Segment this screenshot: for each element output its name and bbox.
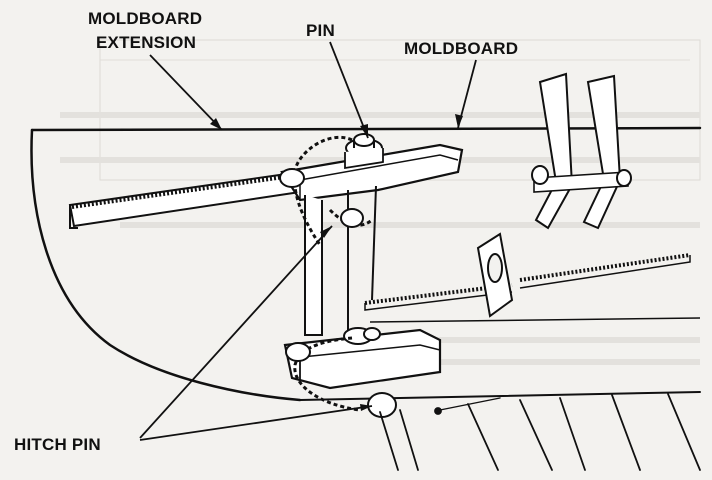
- hinge-brackets: [531, 72, 632, 230]
- ring-fitting: [476, 232, 514, 318]
- blade-supports: [379, 393, 701, 471]
- leader-pin: [329, 41, 369, 139]
- label-pin: PIN: [306, 21, 335, 40]
- support-post: [304, 190, 349, 336]
- pin: [344, 133, 384, 170]
- leader-hitch-pin-upper: [139, 225, 333, 439]
- lower-chain: [285, 336, 397, 418]
- label-hitch-pin: HITCH PIN: [14, 435, 101, 454]
- upper-clamp-bracket: [280, 143, 464, 301]
- leader-hitch-pin-lower: [139, 405, 373, 441]
- leader-moldboard-extension: [149, 54, 223, 131]
- label-moldboard: MOLDBOARD: [404, 39, 518, 58]
- label-moldboard-extension-line1: MOLDBOARD: [88, 9, 202, 28]
- upper-chain: [279, 135, 373, 246]
- label-moldboard-extension-line2: EXTENSION: [96, 33, 196, 52]
- callout-arrowheads: [210, 114, 463, 411]
- mid-rails: [364, 253, 701, 323]
